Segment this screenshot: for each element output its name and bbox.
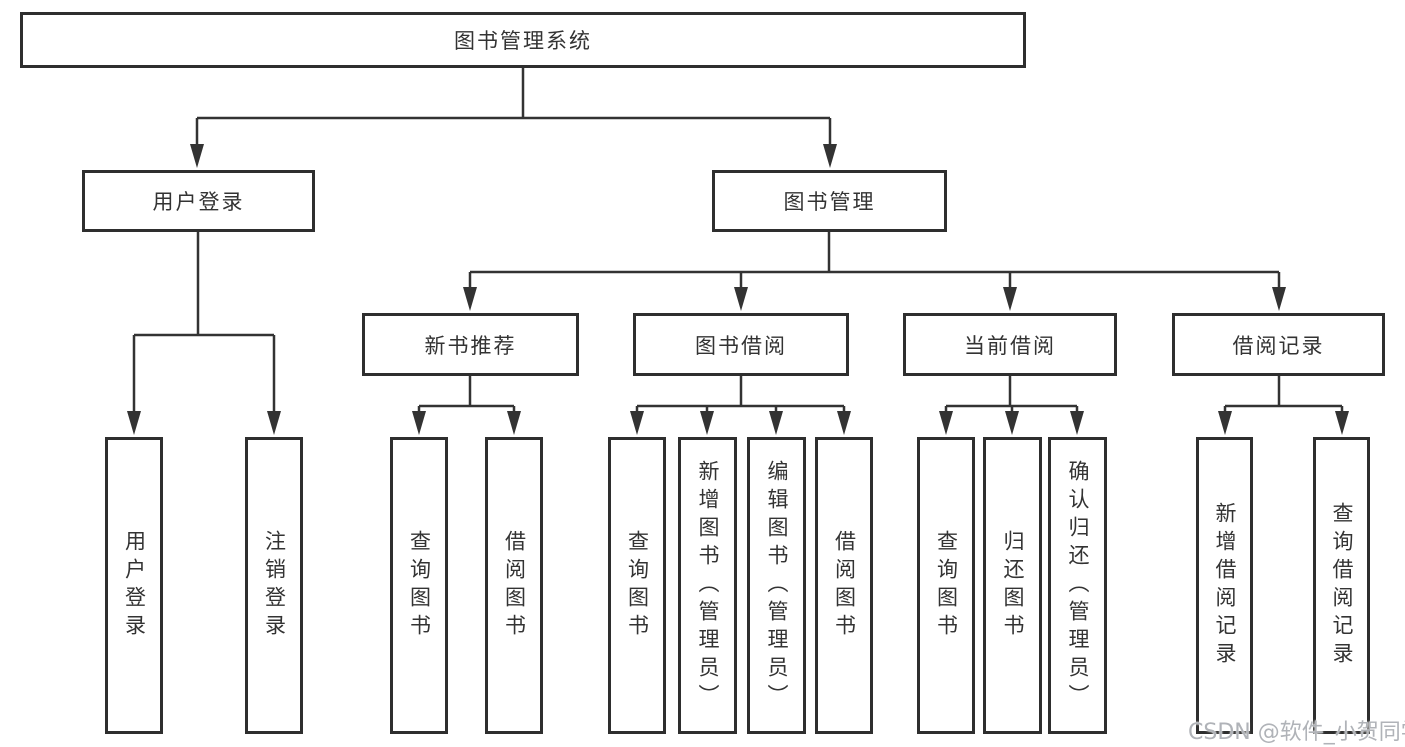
leaf-label: 查询图书 (407, 529, 432, 642)
leaf-label: 归还图书 (1001, 529, 1025, 642)
leaf-query-books-borrow: 查询图书 (608, 437, 666, 734)
leaf-borrow-books-recommend: 借阅图书 (485, 437, 543, 734)
csdn-watermark: CSDN @软件_小贺同学 (1188, 720, 1405, 745)
leaf-logout: 注销登录 (245, 437, 303, 734)
node-label: 借阅记录 (1232, 333, 1325, 358)
leaf-label: 用户登录 (122, 529, 147, 642)
leaf-label: 注销登录 (262, 529, 287, 642)
node-book-borrow: 图书借阅 (633, 313, 849, 376)
leaf-label: 借阅图书 (502, 529, 527, 642)
node-label: 新书推荐 (424, 333, 517, 358)
node-label: 图书借阅 (695, 333, 787, 358)
node-book-management: 图书管理 (712, 170, 947, 232)
leaf-query-books-current: 查询图书 (917, 437, 975, 734)
arrowheads (127, 144, 1349, 435)
node-current-borrow: 当前借阅 (903, 313, 1117, 376)
leaf-label: 查询图书 (625, 529, 650, 642)
leaf-borrow-books: 借阅图书 (815, 437, 873, 734)
leaf-add-book-admin: 新增图书（管理员） (678, 437, 737, 734)
leaf-edit-book-admin: 编辑图书（管理员） (747, 437, 806, 734)
leaf-label: 编辑图书（管理员） (765, 459, 789, 712)
leaf-label: 新增图书（管理员） (696, 459, 720, 712)
leaf-add-borrow-record: 新增借阅记录 (1196, 437, 1253, 734)
node-label: 图书管理 (783, 190, 876, 214)
leaf-query-books-recommend: 查询图书 (390, 437, 448, 734)
leaf-label: 借阅图书 (832, 529, 857, 642)
leaf-confirm-return-admin: 确认归还（管理员） (1048, 437, 1107, 734)
node-label: 当前借阅 (964, 333, 1056, 358)
leaf-label: 确认归还（管理员） (1066, 459, 1090, 712)
leaf-return-books: 归还图书 (983, 437, 1042, 734)
leaf-label: 新增借阅记录 (1213, 501, 1237, 670)
leaf-label: 查询借阅记录 (1330, 501, 1354, 670)
node-label: 用户登录 (152, 190, 245, 214)
node-user-login: 用户登录 (82, 170, 315, 232)
node-new-book-recommend: 新书推荐 (362, 313, 579, 376)
node-borrow-records: 借阅记录 (1172, 313, 1385, 376)
node-root-system: 图书管理系统 (20, 12, 1026, 68)
leaf-query-borrow-record: 查询借阅记录 (1313, 437, 1370, 734)
leaf-user-login: 用户登录 (105, 437, 163, 734)
leaf-label: 查询图书 (934, 529, 959, 642)
node-label: 图书管理系统 (454, 29, 592, 53)
